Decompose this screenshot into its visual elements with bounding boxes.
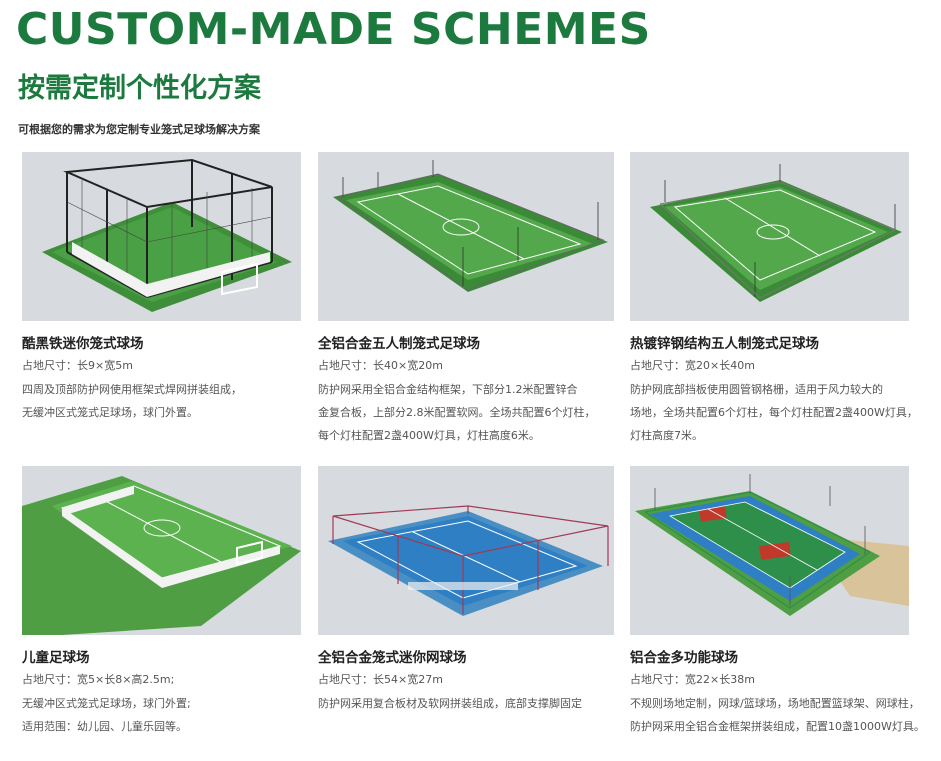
mini-tennis-court-image <box>318 466 614 635</box>
scheme-name: 儿童足球场 <box>22 650 90 666</box>
galvanized-steel-court-image <box>630 152 909 321</box>
description-line: 无缓冲区式笼式足球场，球门外置。 <box>22 406 198 419</box>
scheme-size: 占地尺寸：宽20×长40m <box>630 359 755 372</box>
description-line: 灯柱高度7米。 <box>630 429 703 442</box>
scheme-name: 酷黑铁迷你笼式球场 <box>22 336 144 352</box>
scheme-size: 占地尺寸：宽22×长38m <box>630 673 755 686</box>
scheme-name: 热镀锌钢结构五人制笼式足球场 <box>630 336 819 352</box>
scheme-name: 全铝合金笼式迷你网球场 <box>318 650 467 666</box>
page-title-chinese: 按需定制个性化方案 <box>18 73 261 104</box>
multi-sport-court-image <box>630 466 909 635</box>
children-football-court-image <box>22 466 301 635</box>
page-title-english: CUSTOM-MADE SCHEMES <box>16 4 651 55</box>
scheme-description: 四周及顶部防护网使用框架式焊网拼装组成， 无缓冲区式笼式足球场，球门外置。 <box>22 378 242 424</box>
scheme-description: 防护网底部挡板使用圆管钢格栅，适用于风力较大的 场地，全场共配置6个灯柱，每个灯… <box>630 378 918 447</box>
scheme-description: 防护网采用全铝合金结构框架，下部分1.2米配置锌合 金复合板，上部分2.8米配置… <box>318 378 596 447</box>
description-line: 防护网底部挡板使用圆管钢格栅，适用于风力较大的 <box>630 383 883 396</box>
aluminum-five-a-side-court-image <box>318 152 614 321</box>
description-line: 金复合板，上部分2.8米配置软网。全场共配置6个灯柱， <box>318 406 596 419</box>
scheme-name: 铝合金多功能球场 <box>630 650 738 666</box>
description-line: 不规则场地定制，网球/篮球场，场地配置篮球架、网球柱， <box>630 697 920 710</box>
scheme-size: 占地尺寸：长54×宽27m <box>318 673 443 686</box>
scheme-description: 防护网采用复合板材及软网拼装组成，底部支撑脚固定 <box>318 692 582 715</box>
intro-text: 可根据您的需求为您定制专业笼式足球场解决方案 <box>18 123 260 136</box>
scheme-name: 全铝合金五人制笼式足球场 <box>318 336 480 352</box>
scheme-description: 不规则场地定制，网球/篮球场，场地配置篮球架、网球柱， 防护网采用全铝合金框架拼… <box>630 692 925 738</box>
description-line: 适用范围：幼儿园、儿童乐园等。 <box>22 720 187 733</box>
scheme-description: 无缓冲区式笼式足球场，球门外置; 适用范围：幼儿园、儿童乐园等。 <box>22 692 191 738</box>
black-iron-cage-court-image <box>22 152 301 321</box>
description-line: 无缓冲区式笼式足球场，球门外置; <box>22 697 191 710</box>
scheme-size: 占地尺寸：长40×宽20m <box>318 359 443 372</box>
description-line: 防护网采用复合板材及软网拼装组成，底部支撑脚固定 <box>318 697 582 710</box>
description-line: 每个灯柱配置2盏400W灯具，灯柱高度6米。 <box>318 429 540 442</box>
scheme-size: 占地尺寸：宽5×长8×高2.5m; <box>22 673 175 686</box>
description-line: 防护网采用全铝合金结构框架，下部分1.2米配置锌合 <box>318 383 578 396</box>
description-line: 场地，全场共配置6个灯柱，每个灯柱配置2盏400W灯具， <box>630 406 918 419</box>
description-line: 防护网采用全铝合金框架拼装组成，配置10盏1000W灯具。 <box>630 720 925 733</box>
scheme-size: 占地尺寸：长9×宽5m <box>22 359 133 372</box>
description-line: 四周及顶部防护网使用框架式焊网拼装组成， <box>22 383 242 396</box>
